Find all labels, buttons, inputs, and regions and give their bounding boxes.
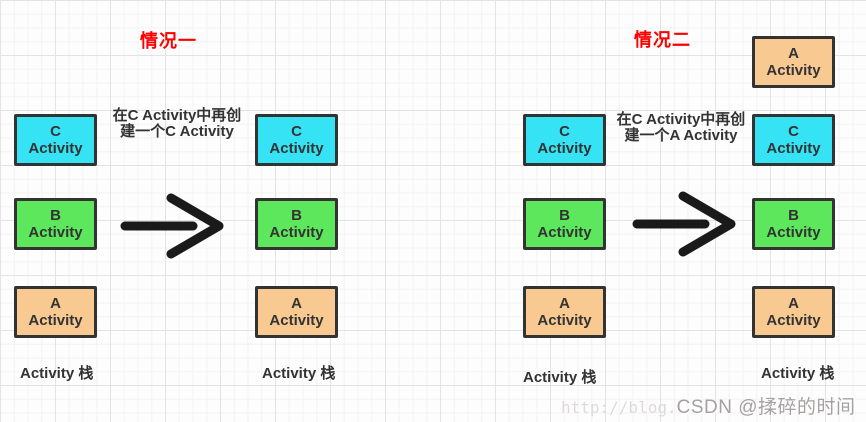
activity-word: Activity [269,140,324,157]
scenario1-title: 情况一 [140,31,197,51]
activity-box-a: A Activity [255,286,338,338]
activity-box-c: C Activity [255,114,338,166]
activity-word: Activity [537,312,592,329]
activity-letter: C [788,122,799,140]
scenario2-title: 情况二 [634,30,691,50]
watermark: http://blog. CSDN @揉碎的时间 [561,392,856,419]
scenario2-instruction: 在C Activity中再创 建一个A Activity [611,112,751,144]
activity-word: Activity [766,62,821,79]
scenario1-instruction: 在C Activity中再创 建一个C Activity [107,108,247,140]
activity-box-a: A Activity [523,286,606,338]
activity-letter: B [788,206,799,224]
scenario2-after-caption: Activity 栈 [761,365,835,382]
activity-box-a-new: A Activity [752,36,835,88]
activity-box-c: C Activity [523,114,606,166]
scenario1-after-caption: Activity 栈 [262,365,336,382]
scenario2-before-caption: Activity 栈 [523,369,597,386]
scenario1-instruction-line2: 建一个C Activity [120,122,234,140]
activity-letter: A [50,294,61,312]
activity-word: Activity [537,140,592,157]
right-arrow-icon [120,193,224,259]
activity-box-b: B Activity [255,198,338,250]
scenario1-before-caption: Activity 栈 [20,365,94,382]
activity-letter: A [788,44,799,62]
activity-box-c: C Activity [14,114,97,166]
activity-word: Activity [766,224,821,241]
activity-word: Activity [28,140,83,157]
scenario1-instruction-line1: 在C Activity中再创 [112,107,242,124]
right-arrow-icon [632,191,736,257]
activity-word: Activity [28,312,83,329]
activity-letter: C [291,122,302,140]
activity-letter: A [559,294,570,312]
activity-letter: B [50,206,61,224]
activity-letter: A [291,294,302,312]
scenario2-instruction-line2: 建一个A Activity [624,126,738,144]
watermark-url-text: http://blog. [561,398,677,417]
activity-letter: C [559,122,570,140]
activity-word: Activity [269,224,324,241]
activity-letter: C [50,122,61,140]
watermark-brand-text: CSDN @揉碎的时间 [676,397,856,418]
activity-word: Activity [766,140,821,157]
activity-box-b: B Activity [523,198,606,250]
activity-letter: A [788,294,799,312]
activity-box-c: C Activity [752,114,835,166]
activity-box-b: B Activity [14,198,97,250]
activity-word: Activity [537,224,592,241]
scenario2-instruction-line1: 在C Activity中再创 [616,111,746,128]
activity-letter: B [559,206,570,224]
activity-word: Activity [766,312,821,329]
activity-letter: B [291,206,302,224]
activity-box-a: A Activity [14,286,97,338]
activity-box-a: A Activity [752,286,835,338]
activity-word: Activity [28,224,83,241]
activity-box-b: B Activity [752,198,835,250]
activity-word: Activity [269,312,324,329]
